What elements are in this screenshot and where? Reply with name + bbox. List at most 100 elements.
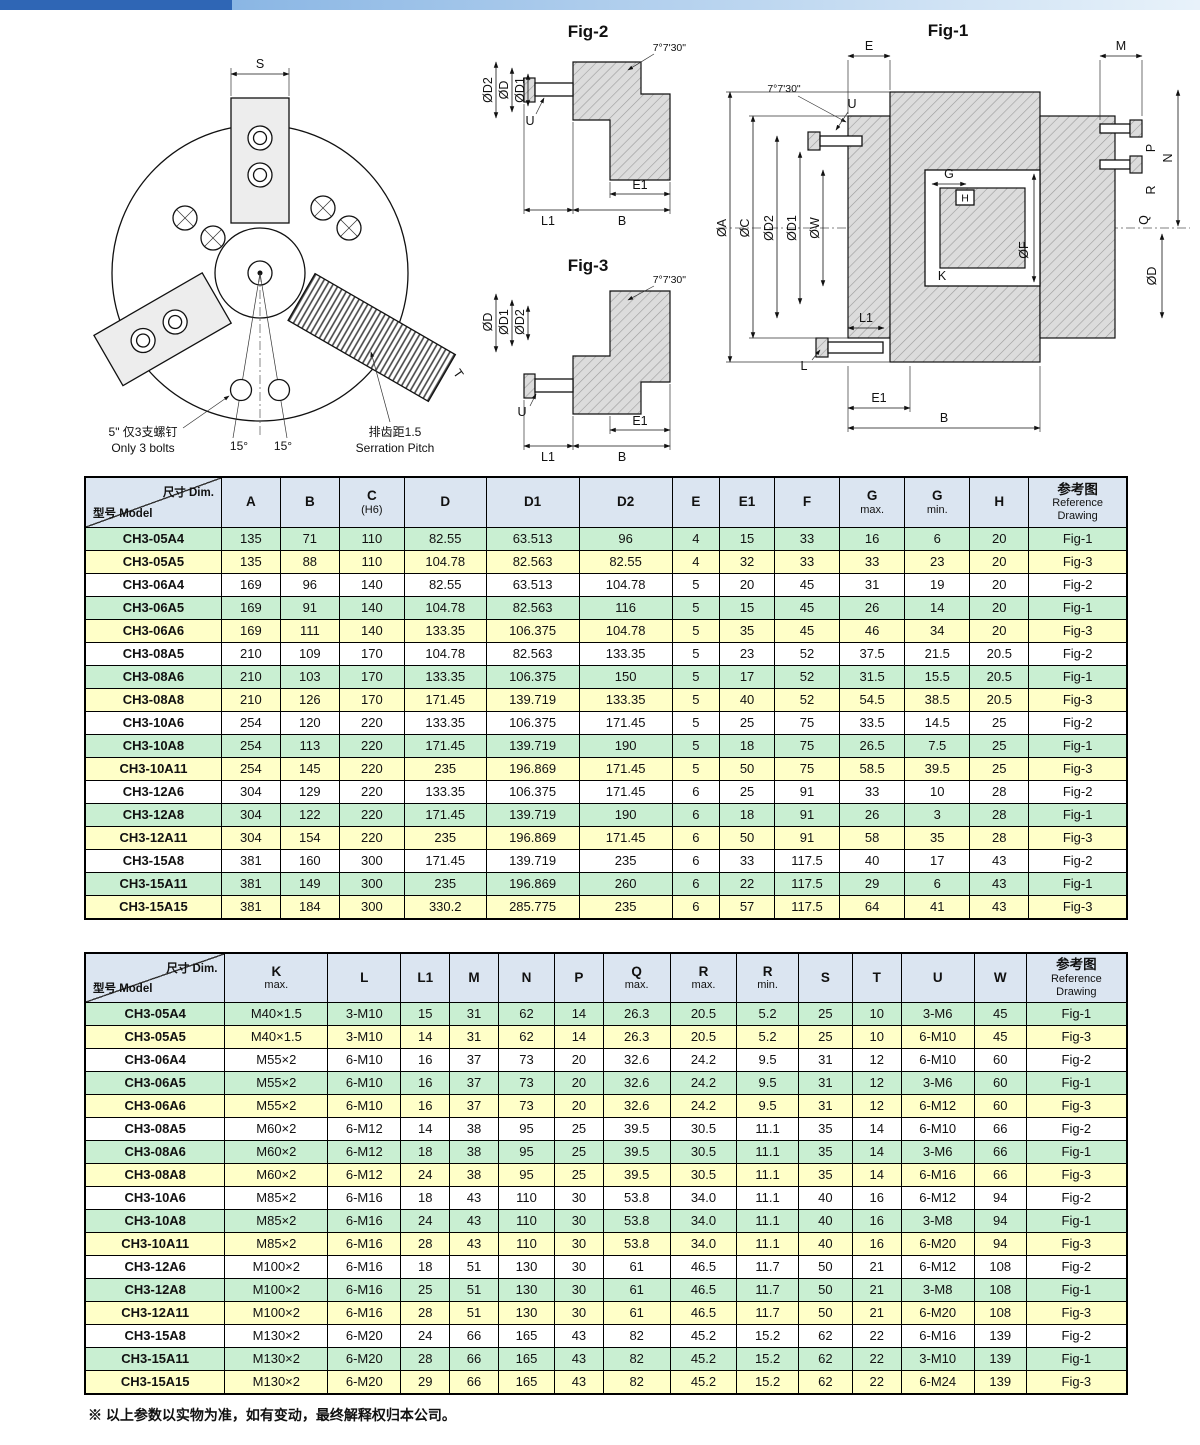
model-cell: CH3-15A15 (84, 1370, 226, 1395)
value-cell: 73 (497, 1048, 556, 1072)
value-cell: 14 (904, 595, 971, 620)
column-header-T: T (851, 952, 902, 1003)
value-cell: 171.45 (403, 733, 487, 758)
fig1-bottom-dimensions: L1 L E1 B (801, 311, 1041, 432)
model-cell: CH3-08A5 (84, 1117, 226, 1141)
fig1-top-dimensions: E M (847, 39, 1143, 120)
value-cell: 25 (554, 1117, 604, 1141)
value-cell: 24 (400, 1324, 451, 1348)
value-cell: M85×2 (224, 1232, 329, 1256)
value-cell: 96 (578, 526, 673, 551)
value-cell: 14 (851, 1163, 902, 1187)
value-cell: 45 (973, 1025, 1027, 1049)
label-n: N (1161, 153, 1175, 162)
reference-drawing-cell: Fig-1 (1028, 802, 1128, 827)
only-3-bolts-note: 5" 仅3支螺钉 Only 3 bolts (109, 395, 230, 455)
value-cell: 40 (797, 1209, 853, 1233)
value-cell: 20 (554, 1094, 604, 1118)
value-cell: 6-M16 (900, 1163, 975, 1187)
column-header-W: W (973, 952, 1027, 1003)
model-cell: CH3-12A6 (84, 1255, 226, 1279)
value-cell: 43 (554, 1324, 604, 1348)
value-cell: M55×2 (224, 1048, 329, 1072)
value-cell: 9.5 (736, 1071, 799, 1095)
value-cell: 139 (973, 1324, 1027, 1348)
value-cell: 10 (851, 1025, 902, 1049)
value-cell: 20 (969, 526, 1030, 551)
value-cell: 171.45 (403, 802, 487, 827)
value-cell: 46 (839, 618, 906, 643)
value-cell: 150 (578, 664, 673, 689)
fig3-angle: 7°7'30" (627, 274, 686, 301)
label-b: B (618, 450, 626, 464)
value-cell: 14 (400, 1117, 451, 1141)
value-cell: M130×2 (224, 1347, 329, 1371)
value-cell: 30 (554, 1209, 604, 1233)
model-cell: CH3-06A4 (84, 572, 222, 597)
value-cell: 6-M16 (327, 1232, 402, 1256)
value-cell: 7.5 (904, 733, 971, 758)
label-e1: E1 (632, 178, 647, 192)
value-cell: 15 (400, 1002, 451, 1026)
value-cell: 33 (719, 848, 775, 873)
value-cell: 3-M6 (900, 1140, 975, 1164)
model-cell: CH3-12A11 (84, 825, 222, 850)
reference-drawing-cell: Fig-1 (1025, 1347, 1128, 1371)
reference-drawing-cell: Fig-3 (1025, 1301, 1128, 1325)
value-cell: 60 (973, 1071, 1027, 1095)
value-cell: 23 (904, 549, 971, 574)
value-cell: 95 (497, 1140, 556, 1164)
reference-drawing-cell: Fig-3 (1025, 1232, 1128, 1256)
value-cell: 6-M12 (900, 1255, 975, 1279)
value-cell: 6-M16 (327, 1255, 402, 1279)
value-cell: 300 (338, 894, 405, 919)
value-cell: 6-M16 (327, 1278, 402, 1302)
label-t: T (450, 367, 466, 382)
fig2-section-drawing: Fig-2 ØD2 ØD ØD1 7°7'30" U (481, 22, 686, 228)
value-cell: M100×2 (224, 1255, 329, 1279)
top-band-dark-segment (0, 0, 232, 10)
value-cell: 5.2 (736, 1002, 799, 1026)
column-header-F: F (773, 476, 841, 528)
column-header-D1: D1 (485, 476, 580, 528)
value-cell: 22 (851, 1347, 902, 1371)
value-cell: 43 (449, 1186, 499, 1210)
value-cell: 43 (449, 1232, 499, 1256)
value-cell: 139.719 (485, 687, 580, 712)
value-cell: 61 (602, 1278, 671, 1302)
model-cell: CH3-10A6 (84, 1186, 226, 1210)
value-cell: 235 (403, 871, 487, 896)
value-cell: 38.5 (904, 687, 971, 712)
value-cell: 43 (449, 1209, 499, 1233)
value-cell: 104.78 (403, 595, 487, 620)
value-cell: 30.5 (669, 1163, 738, 1187)
value-cell: 6 (671, 894, 721, 919)
value-cell: 19 (904, 572, 971, 597)
value-cell: 5 (671, 710, 721, 735)
value-cell: 11.7 (736, 1255, 799, 1279)
label-l1: L1 (541, 450, 555, 464)
value-cell: 21 (851, 1278, 902, 1302)
fig3-body (523, 290, 671, 415)
reference-drawing-cell: Fig-3 (1028, 756, 1128, 781)
value-cell: 31 (449, 1025, 499, 1049)
label-d2: ØD2 (481, 77, 495, 103)
value-cell: 220 (338, 802, 405, 827)
model-cell: CH3-15A8 (84, 1324, 226, 1348)
column-header-B: B (279, 476, 340, 528)
column-header-C: C(H6) (338, 476, 405, 528)
value-cell: 104.78 (578, 572, 673, 597)
model-cell: CH3-15A8 (84, 848, 222, 873)
top-jaw (230, 97, 290, 224)
value-cell: 30.5 (669, 1117, 738, 1141)
value-cell: 3 (904, 802, 971, 827)
value-cell: 29 (400, 1370, 451, 1395)
value-cell: 45 (773, 572, 841, 597)
value-cell: M60×2 (224, 1117, 329, 1141)
value-cell: 18 (400, 1255, 451, 1279)
value-cell: 304 (220, 802, 281, 827)
